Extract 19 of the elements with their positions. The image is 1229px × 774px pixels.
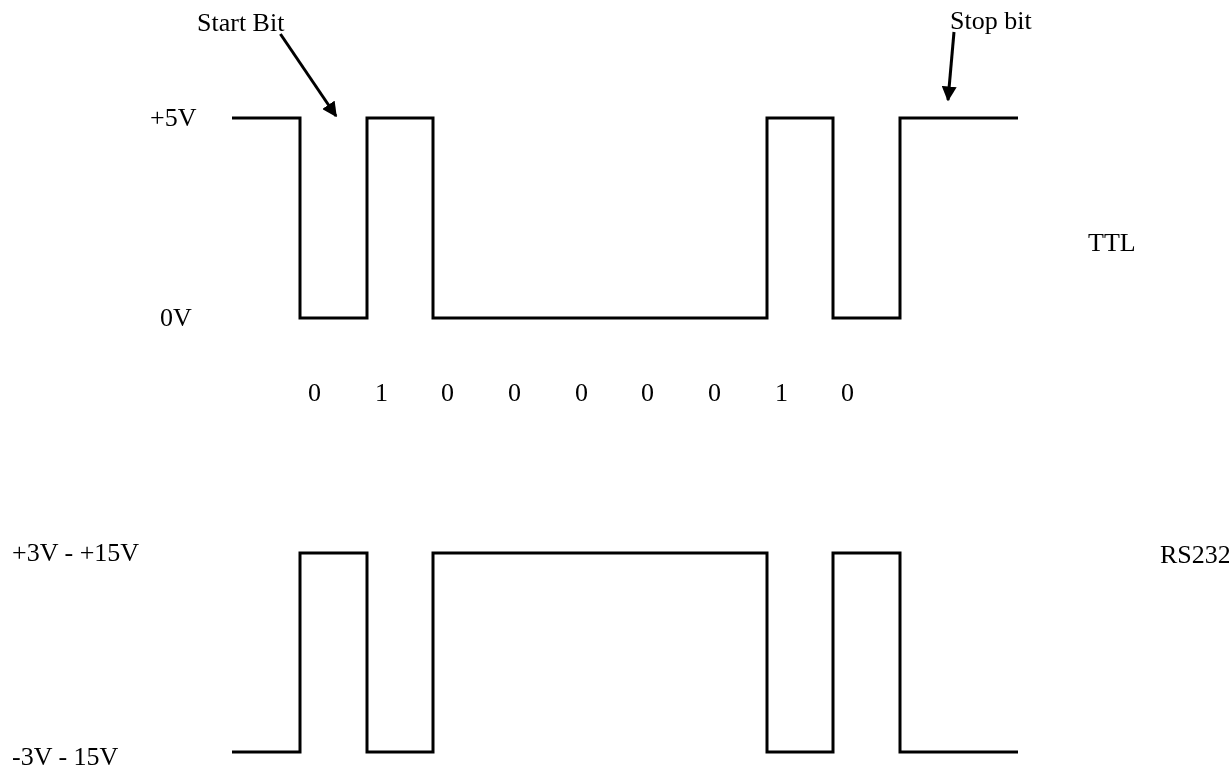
voltage-level-label: +5V	[150, 103, 197, 133]
leader-arrow	[279, 33, 338, 118]
bit-value: 1	[775, 378, 788, 408]
bit-value: 0	[641, 378, 654, 408]
signal-type-label: RS232	[1160, 540, 1229, 570]
bit-value: 0	[575, 378, 588, 408]
voltage-level-label: +3V - +15V	[12, 538, 140, 568]
leader-arrow	[941, 31, 957, 102]
callout-text: Stop bit	[950, 6, 1032, 36]
signal-type-label: TTL	[1088, 228, 1136, 258]
callout-text: Start Bit	[197, 8, 285, 38]
bit-value: 1	[375, 378, 388, 408]
voltage-level-label: 0V	[160, 303, 192, 333]
bit-value: 0	[508, 378, 521, 408]
voltage-level-label: -3V - 15V	[12, 742, 119, 772]
bit-value: 0	[708, 378, 721, 408]
bit-value: 0	[841, 378, 854, 408]
bit-value: 0	[308, 378, 321, 408]
bit-value: 0	[441, 378, 454, 408]
